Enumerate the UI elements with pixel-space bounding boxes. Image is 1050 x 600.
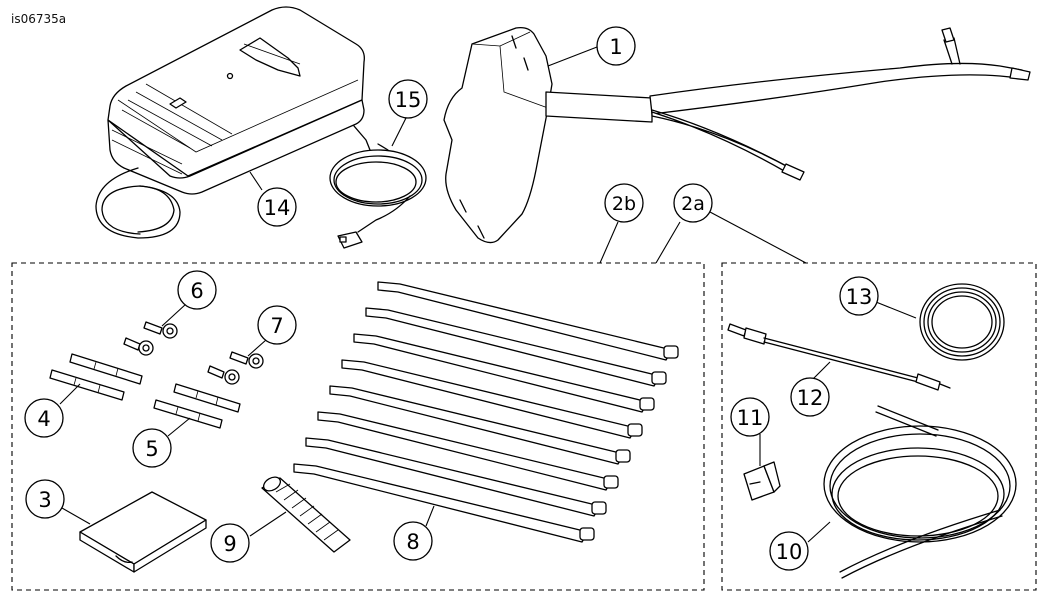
part-9-conduit <box>261 476 351 553</box>
part-8-cable-ties <box>293 281 679 543</box>
callout-4-label: 4 <box>37 407 50 431</box>
callout-6: 6 <box>177 270 217 310</box>
callout-10: 10 <box>769 531 809 571</box>
callout-12: 12 <box>790 377 830 417</box>
callout-2b-label: 2b <box>612 193 636 215</box>
callout-15-label: 15 <box>395 88 422 112</box>
part-11-fuse <box>743 461 781 501</box>
part-1-module <box>443 26 1031 244</box>
part-4-splices <box>49 353 143 401</box>
callout-4: 4 <box>24 398 64 438</box>
callout-6-label: 6 <box>190 279 203 303</box>
part-5-splices <box>153 383 241 429</box>
callout-2a: 2a <box>673 183 713 223</box>
callout-5: 5 <box>132 428 172 468</box>
callout-2b: 2b <box>604 183 644 223</box>
part-12-fused-lead <box>727 323 951 391</box>
figure-id: is06735a <box>11 12 67 26</box>
callout-9: 9 <box>210 523 250 563</box>
callout-11: 11 <box>730 397 770 437</box>
callout-3-label: 3 <box>38 488 51 512</box>
callout-9-label: 9 <box>223 532 236 556</box>
callout-7: 7 <box>257 305 297 345</box>
callout-1: 1 <box>596 26 636 66</box>
part-14-module <box>95 6 365 239</box>
callout-11-label: 11 <box>737 406 764 430</box>
callout-15: 15 <box>388 79 428 119</box>
callout-8: 8 <box>393 521 433 561</box>
part-13-wire-coil <box>919 283 1005 361</box>
callout-13-label: 13 <box>846 285 873 309</box>
callout-10-label: 10 <box>776 540 803 564</box>
part-6-ring-terminals <box>123 321 178 356</box>
part-10-tubing <box>823 405 1017 579</box>
callout-2a-label: 2a <box>681 193 705 215</box>
callout-8-label: 8 <box>406 530 419 554</box>
callout-12-label: 12 <box>797 386 824 410</box>
callout-14-label: 14 <box>264 196 291 220</box>
callout-5-label: 5 <box>145 437 158 461</box>
kit-2b-box <box>11 262 705 591</box>
callout-3: 3 <box>25 479 65 519</box>
callout-13: 13 <box>839 276 879 316</box>
part-3-pad <box>79 491 207 573</box>
kit-2a-box <box>721 262 1037 591</box>
part-7-ring-terminals <box>207 351 264 385</box>
callout-14: 14 <box>257 187 297 227</box>
part-15-harness <box>329 125 427 249</box>
callout-7-label: 7 <box>270 314 283 338</box>
callout-1-label: 1 <box>609 35 622 59</box>
